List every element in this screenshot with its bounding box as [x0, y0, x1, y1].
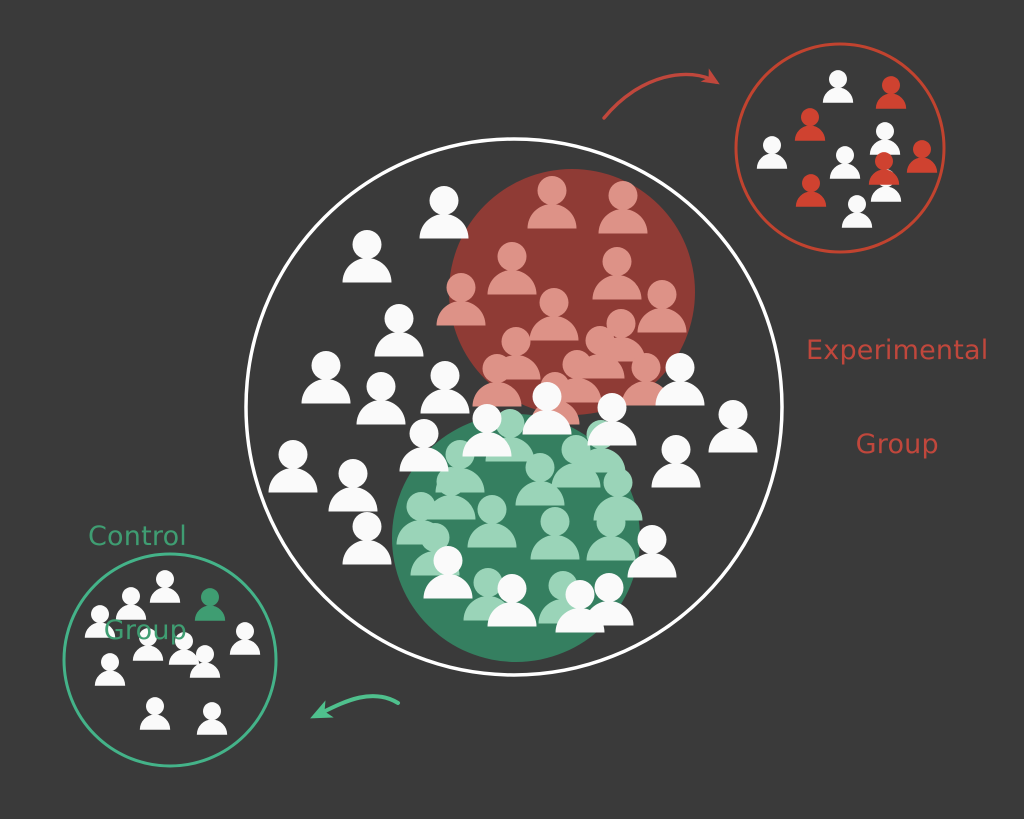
person-icon-population: [342, 512, 392, 565]
person-icon-control-sample: [426, 467, 476, 520]
population-people-front-layer: [342, 186, 705, 633]
experimental-group-label: Experimental Group: [806, 272, 988, 523]
experimental-overlay-group: [436, 169, 695, 425]
person-icon-control-white: [139, 697, 171, 730]
person-icon-experimental-sample: [592, 247, 642, 300]
person-icon-control-white: [149, 570, 181, 603]
person-icon-population: [356, 372, 406, 425]
person-icon-population: [328, 459, 378, 512]
population-circle-outline: [244, 137, 784, 677]
person-icon-control-white: [196, 702, 228, 735]
person-icon-experimental-white: [829, 146, 861, 179]
person-icon-population: [399, 419, 449, 472]
person-icon-population: [420, 361, 470, 414]
experimental-group[interactable]: [734, 42, 946, 254]
person-icon-control-green: [194, 588, 226, 621]
person-icon-experimental-red: [868, 152, 900, 185]
person-icon-control-sample: [586, 508, 636, 561]
person-icon-population: [651, 435, 701, 488]
population-group: [244, 137, 784, 677]
person-icon-experimental-sample: [527, 176, 577, 229]
person-icon-experimental-sample: [436, 273, 486, 326]
person-icon-population: [655, 353, 705, 406]
person-icon-population: [268, 440, 318, 493]
arrows-layer: [310, 68, 720, 719]
population-people-layer: [268, 230, 758, 512]
person-icon-experimental-red: [875, 76, 907, 109]
experimental-group-people-layer: [756, 70, 938, 228]
person-icon-control-sample: [530, 507, 580, 560]
experimental-group-label-line1: Experimental: [806, 334, 989, 366]
person-icon-population: [708, 400, 758, 453]
person-icon-population: [462, 404, 512, 457]
person-icon-population: [487, 574, 537, 627]
person-icon-experimental-sample: [529, 288, 579, 341]
experimental-group-label-line2: Group: [855, 428, 939, 460]
arrow-to-control-group: [310, 694, 400, 719]
control-group[interactable]: [62, 552, 278, 768]
person-icon-control-sample: [467, 495, 517, 548]
person-icon-control-white: [115, 587, 147, 620]
person-icon-control-white: [132, 628, 164, 661]
person-icon-control-white: [189, 645, 221, 678]
experimental-overlay-people-layer: [436, 176, 687, 425]
person-icon-control-sample: [515, 453, 565, 506]
experimental-group-circle-outline: [734, 42, 946, 254]
person-icon-experimental-sample: [472, 354, 522, 407]
control-group-circle-outline: [62, 552, 278, 768]
person-icon-experimental-sample: [575, 326, 625, 379]
person-icon-experimental-sample: [487, 242, 537, 295]
person-icon-experimental-sample: [598, 181, 648, 234]
person-icon-experimental-white: [869, 122, 901, 155]
control-group-label-line1: Control: [88, 520, 187, 552]
person-icon-experimental-white: [756, 136, 788, 169]
person-icon-experimental-red: [906, 140, 938, 173]
person-icon-population: [419, 186, 469, 239]
control-group-label-line2: Group: [103, 614, 187, 646]
person-icon-control-white: [229, 622, 261, 655]
person-icon-experimental-white: [822, 70, 854, 103]
person-icon-experimental-red: [795, 174, 827, 207]
person-icon-population: [342, 230, 392, 283]
person-icon-control-white: [168, 632, 200, 665]
person-icon-population: [423, 546, 473, 599]
person-icon-population: [587, 393, 637, 446]
person-icon-population: [374, 304, 424, 357]
person-icon-experimental-sample: [637, 280, 687, 333]
person-icon-population: [555, 580, 605, 633]
person-icon-experimental-red: [794, 108, 826, 141]
person-icon-experimental-white: [841, 195, 873, 228]
person-icon-population: [627, 525, 677, 578]
control-group-label: Control Group: [88, 458, 187, 709]
person-icon-population: [301, 351, 351, 404]
person-icon-control-white: [94, 653, 126, 686]
person-icon-control-white: [84, 605, 116, 638]
control-group-people-layer: [84, 570, 261, 735]
person-icon-population: [522, 382, 572, 435]
arrow-to-experimental-group: [602, 68, 720, 120]
